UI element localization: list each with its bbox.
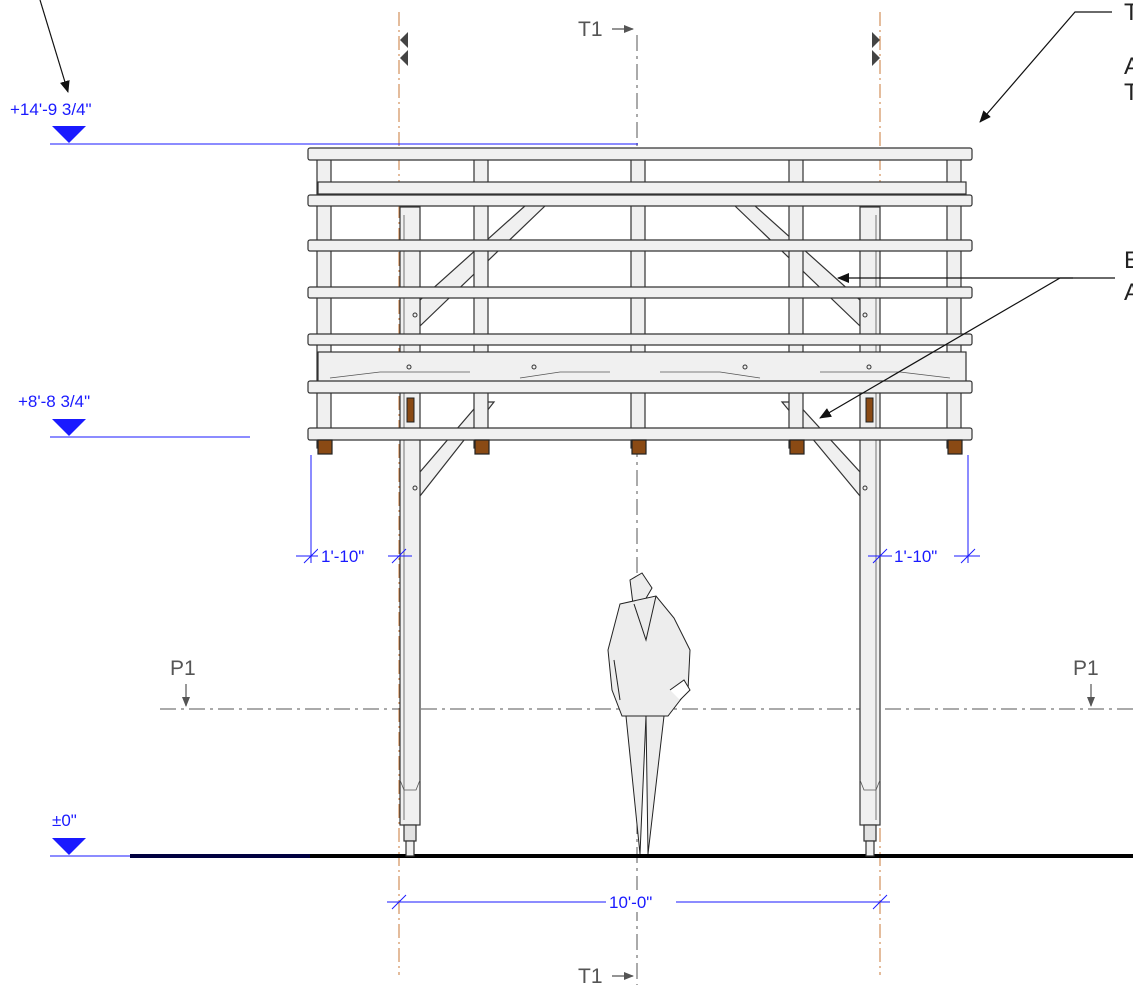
section-mark-top: T1 — [578, 18, 634, 41]
section-label-bottom: T1 — [578, 965, 603, 988]
note-mid-right-line-1: E — [1124, 247, 1133, 274]
level-label-middle: +8'-8 3/4" — [18, 392, 90, 411]
level-marker-top: +14'-9 3/4" — [10, 100, 638, 145]
leaders — [39, 0, 1115, 419]
dimension-span: 10'-0" — [387, 890, 890, 912]
section-label-top: T1 — [578, 18, 603, 41]
tie-beam — [317, 351, 967, 383]
note-mid-right: E A — [1124, 247, 1133, 306]
note-top-right-line-3: T — [1124, 79, 1133, 106]
top-plate — [317, 181, 967, 195]
level-label-ground: ±0" — [52, 811, 77, 830]
grid-axis-markers — [400, 32, 880, 66]
section-mark-bottom: T1 — [578, 965, 634, 988]
dimension-label-span: 10'-0" — [609, 893, 652, 912]
note-top-right-line-2: A — [1124, 53, 1133, 80]
note-top-right-line-1: T — [1124, 0, 1133, 26]
post-right — [859, 206, 881, 857]
grid-marker-right-upper-icon — [872, 32, 880, 48]
section-label-right: P1 — [1073, 657, 1099, 680]
timber-structure — [307, 147, 973, 857]
dimension-label-overhang-left: 1'-10" — [321, 547, 364, 566]
grid-marker-left-lower-icon — [400, 50, 408, 66]
level-marker-ground: ±0" — [50, 811, 130, 857]
dimension-overhang-right: 1'-10" — [868, 455, 980, 567]
section-label-left: P1 — [170, 657, 196, 680]
dimension-overhang-left: 1'-10" — [296, 455, 412, 567]
level-marker-middle: +8'-8 3/4" — [18, 392, 250, 438]
note-mid-right-line-2: A — [1124, 279, 1133, 306]
human-scale-figure — [607, 572, 691, 855]
leader-mid-right-lower — [819, 277, 1073, 419]
post-left — [399, 206, 421, 857]
note-top-right: T A T — [1124, 0, 1133, 106]
horizontal-rails — [307, 147, 973, 441]
leader-top-right — [979, 11, 1112, 123]
level-label-top: +14'-9 3/4" — [10, 100, 92, 119]
grid-marker-left-upper-icon — [400, 32, 408, 48]
beam-ends — [317, 439, 963, 455]
section-mark-right: P1 — [1073, 657, 1099, 707]
section-mark-left: P1 — [170, 657, 196, 707]
leader-top-left — [39, 0, 70, 93]
grid-marker-right-lower-icon — [872, 50, 880, 66]
dimension-label-overhang-right: 1'-10" — [894, 547, 937, 566]
